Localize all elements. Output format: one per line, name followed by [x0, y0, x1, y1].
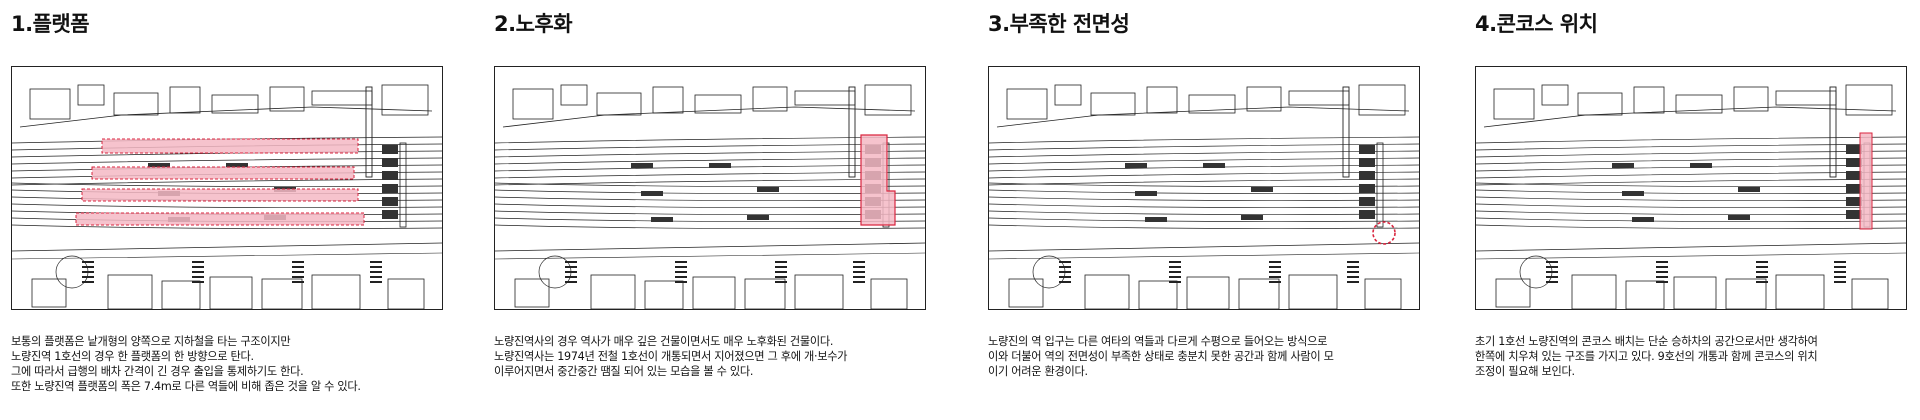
caption-line: 이와 더불어 역의 전면성이 부족한 상태로 충분치 못한 공간과 함께 사람이… [988, 350, 1334, 363]
caption-line: 또한 노량진역 플랫폼의 폭은 7.4m로 다른 역들에 비해 좁은 것을 알 … [11, 380, 361, 393]
panel-aging: 2.노후화 노량진역사의 경우 역사가 매우 깊은 건물이면서도 매우 노후화된… [494, 0, 934, 420]
panel-caption: 초기 1호선 노량진역의 콘코스 배치는 단순 승하차의 공간으로서만 생각하여… [1475, 334, 1915, 379]
platform-highlight [75, 212, 365, 226]
panel-title: 4.콘코스 위치 [1475, 12, 1598, 36]
panel-title: 2.노후화 [494, 12, 573, 36]
caption-line: 노량진역사는 1974년 전철 1호선이 개통되면서 지어졌으면 그 후에 개·… [494, 350, 848, 363]
caption-line: 조정이 필요해 보인다. [1475, 365, 1575, 378]
caption-line: 노량진역 1호선의 경우 한 플랫폼의 한 방향으로 탄다. [11, 350, 254, 363]
panel-title: 3.부족한 전면성 [988, 12, 1130, 36]
panel-title: 1.플랫폼 [11, 12, 90, 36]
caption-line: 한쪽에 치우쳐 있는 구조를 가지고 있다. 9호선의 개통과 함께 콘코스의 … [1475, 350, 1818, 363]
panel-platform: 1.플랫폼 보통의 플랫폼은 낱개형의 양쪽으로 지하철을 타는 구조이지만 노… [11, 0, 451, 420]
caption-line: 이기 어려운 환경이다. [988, 365, 1088, 378]
caption-line: 노량진역사의 경우 역사가 매우 깊은 건물이면서도 매우 노후화된 건물이다. [494, 335, 834, 348]
site-plan-map [494, 66, 926, 310]
panel-frontality: 3.부족한 전면성 노량진의 역 입구는 다른 여타의 역들과 다르게 수평으로… [988, 0, 1428, 420]
panel-caption: 노량진의 역 입구는 다른 여타의 역들과 다르게 수평으로 들어오는 방식으로… [988, 334, 1428, 379]
panel-caption: 보통의 플랫폼은 낱개형의 양쪽으로 지하철을 타는 구조이지만 노량진역 1호… [11, 334, 451, 394]
station-building-highlight [860, 134, 896, 226]
caption-line: 초기 1호선 노량진역의 콘코스 배치는 단순 승하차의 공간으로서만 생각하여 [1475, 335, 1818, 348]
site-plan-svg [12, 84, 442, 309]
concourse-highlight [1859, 132, 1873, 230]
platform-highlight [101, 138, 359, 154]
site-plan-svg [495, 84, 925, 309]
entrance-highlight [1372, 221, 1396, 245]
site-plan-svg [989, 84, 1419, 309]
site-plan-map [1475, 66, 1907, 310]
site-plan-svg [1476, 84, 1906, 309]
caption-line: 그에 따라서 급행의 배차 간격이 긴 경우 출입을 통제하기도 한다. [11, 365, 304, 378]
caption-line: 노량진의 역 입구는 다른 여타의 역들과 다르게 수평으로 들어오는 방식으로 [988, 335, 1328, 348]
platform-highlight [81, 188, 359, 202]
caption-line: 보통의 플랫폼은 낱개형의 양쪽으로 지하철을 타는 구조이지만 [11, 335, 291, 348]
site-plan-map [988, 66, 1420, 310]
panel-caption: 노량진역사의 경우 역사가 매우 깊은 건물이면서도 매우 노후화된 건물이다.… [494, 334, 934, 379]
panel-concourse: 4.콘코스 위치 초기 1호선 노량진역의 콘코스 배치는 단순 승하차의 공간… [1475, 0, 1915, 420]
caption-line: 이루어지면서 중간중간 땜질 되어 있는 모습을 볼 수 있다. [494, 365, 754, 378]
site-plan-map [11, 66, 443, 310]
platform-highlight [91, 166, 355, 180]
